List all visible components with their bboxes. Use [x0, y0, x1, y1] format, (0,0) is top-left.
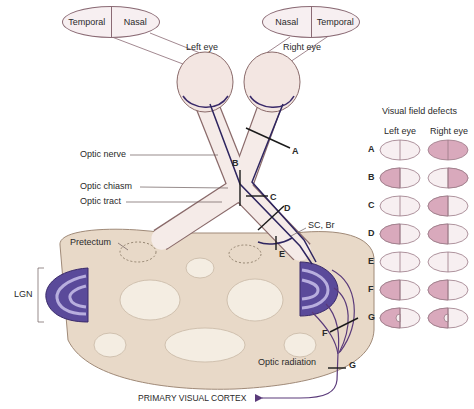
eye-label: Right eye — [283, 42, 321, 53]
field-midlines — [400, 140, 448, 328]
defect-letter: D — [368, 228, 375, 239]
nerve-fill — [162, 100, 300, 250]
structure-label: Optic tract — [80, 196, 121, 207]
field-midline — [311, 7, 312, 37]
lesion-letter: F — [322, 328, 328, 339]
right-eyeball — [244, 52, 300, 112]
defect-letter: E — [368, 256, 374, 267]
field-midline — [111, 7, 112, 37]
lesion-marks — [240, 128, 358, 368]
left-eyeball — [177, 52, 233, 112]
pretectum-outline — [120, 242, 261, 263]
structure-label: LGN — [14, 289, 33, 300]
structure-label: Optic chiasm — [80, 181, 132, 192]
structure-label: SC, Br — [308, 220, 335, 231]
defect-letter: A — [368, 144, 375, 155]
structure-label: Optic radiation — [258, 357, 316, 368]
structure-label: Optic nerve — [80, 149, 126, 160]
field-half-label: Nasal — [263, 17, 311, 27]
defect-letter: F — [368, 284, 374, 295]
column-heading: Visual field defects — [382, 106, 457, 117]
visual-field-oval: NasalTemporal — [262, 6, 360, 38]
column-heading: Right eye — [430, 126, 468, 137]
lesion-letter: G — [349, 360, 356, 371]
structure-label: Pretectum — [70, 237, 111, 248]
defect-letter: B — [368, 172, 375, 183]
leader-lines — [38, 155, 306, 322]
right-retina — [250, 96, 294, 107]
eye-label: Left eye — [186, 42, 218, 53]
left-retina — [183, 96, 228, 107]
nerve-outline — [160, 100, 302, 252]
field-half-label: Temporal — [312, 17, 360, 27]
defect-letter: G — [368, 312, 375, 323]
brainstem — [60, 229, 374, 389]
field-defect-ovals — [380, 140, 468, 328]
column-heading: Left eye — [384, 126, 416, 137]
visual-field-oval: TemporalNasal — [62, 6, 160, 38]
structure-label: PRIMARY VISUAL CORTEX — [138, 393, 246, 404]
field-half-label: Nasal — [112, 17, 160, 27]
lesion-letter: B — [232, 158, 239, 169]
lgn-left — [46, 268, 88, 322]
field-half-label: Temporal — [63, 17, 111, 27]
lesion-letter: D — [284, 203, 291, 214]
brainstem-nuclei — [94, 258, 316, 362]
optic-radiation-fibres — [262, 270, 354, 398]
lesion-letter: A — [292, 146, 299, 157]
visual-fibres — [210, 104, 316, 264]
lesion-letter: C — [270, 192, 277, 203]
defect-letter: C — [368, 200, 375, 211]
lesion-letter: E — [279, 249, 285, 260]
